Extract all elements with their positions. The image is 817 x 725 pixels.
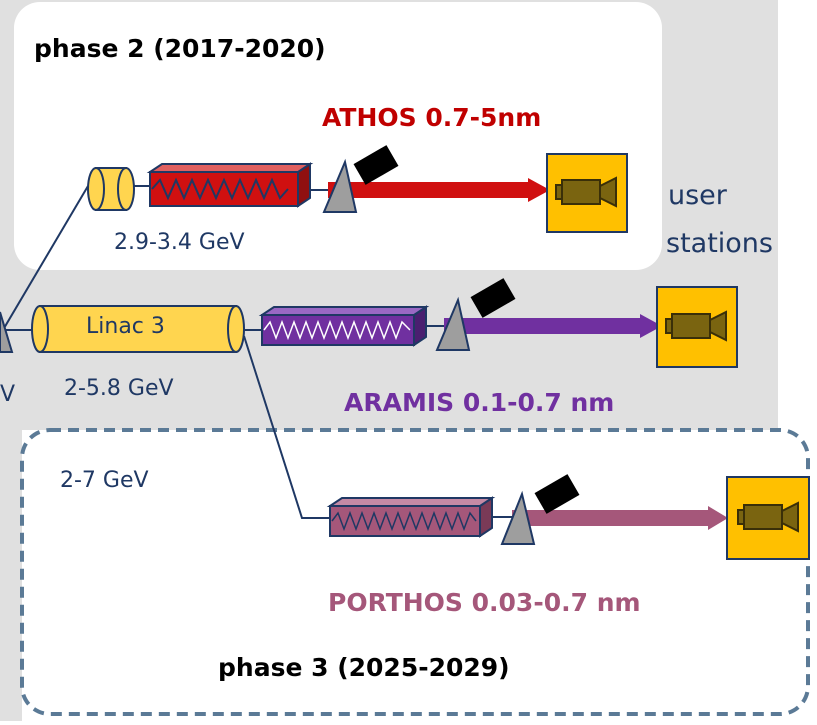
background-lower-strip [0,430,22,721]
porthos-energy: 2-7 GeV [60,468,149,493]
aramis-undulator [258,305,430,347]
athos-label: ATHOS 0.7-5nm [322,103,542,132]
athos-station [546,153,628,233]
aramis-station [656,286,738,368]
linac3-label: Linac 3 [86,314,165,339]
athos-undulator [146,162,314,208]
aramis-line [31,278,662,353]
porthos-station [726,476,810,560]
phase2-title: phase 2 (2017-2020) [34,34,326,63]
aramis-beam-arrow [444,314,662,338]
aramis-deflector [435,296,471,351]
athos-line [87,145,550,213]
porthos-detector [534,474,580,514]
porthos-undulator [326,496,496,538]
porthos-label: PORTHOS 0.03-0.7 nm [328,588,641,617]
aramis-label: ARAMIS 0.1-0.7 nm [344,388,615,417]
athos-detector [353,145,399,185]
athos-linac-cylinder [87,167,135,211]
camera-station-icon [665,310,727,342]
camera-station-icon [555,176,617,208]
camera-station-icon [737,501,799,533]
user-stations-line2: stations [666,228,773,259]
phase3-title: phase 3 (2025-2029) [218,653,510,682]
left-edge-deflector [0,311,14,353]
porthos-deflector [500,490,536,545]
aramis-energy: 2-5.8 GeV [64,376,174,401]
porthos-beam-arrow [512,506,728,530]
aramis-detector [470,278,516,318]
linac3-cylinder [31,305,245,353]
user-stations-line1: user [668,180,727,211]
athos-deflector [322,158,358,213]
athos-energy: 2.9-3.4 GeV [114,230,245,255]
porthos-line [326,474,728,545]
phase3-box [20,428,810,716]
athos-beam-arrow [328,178,550,202]
edge-letter: V [0,382,16,407]
